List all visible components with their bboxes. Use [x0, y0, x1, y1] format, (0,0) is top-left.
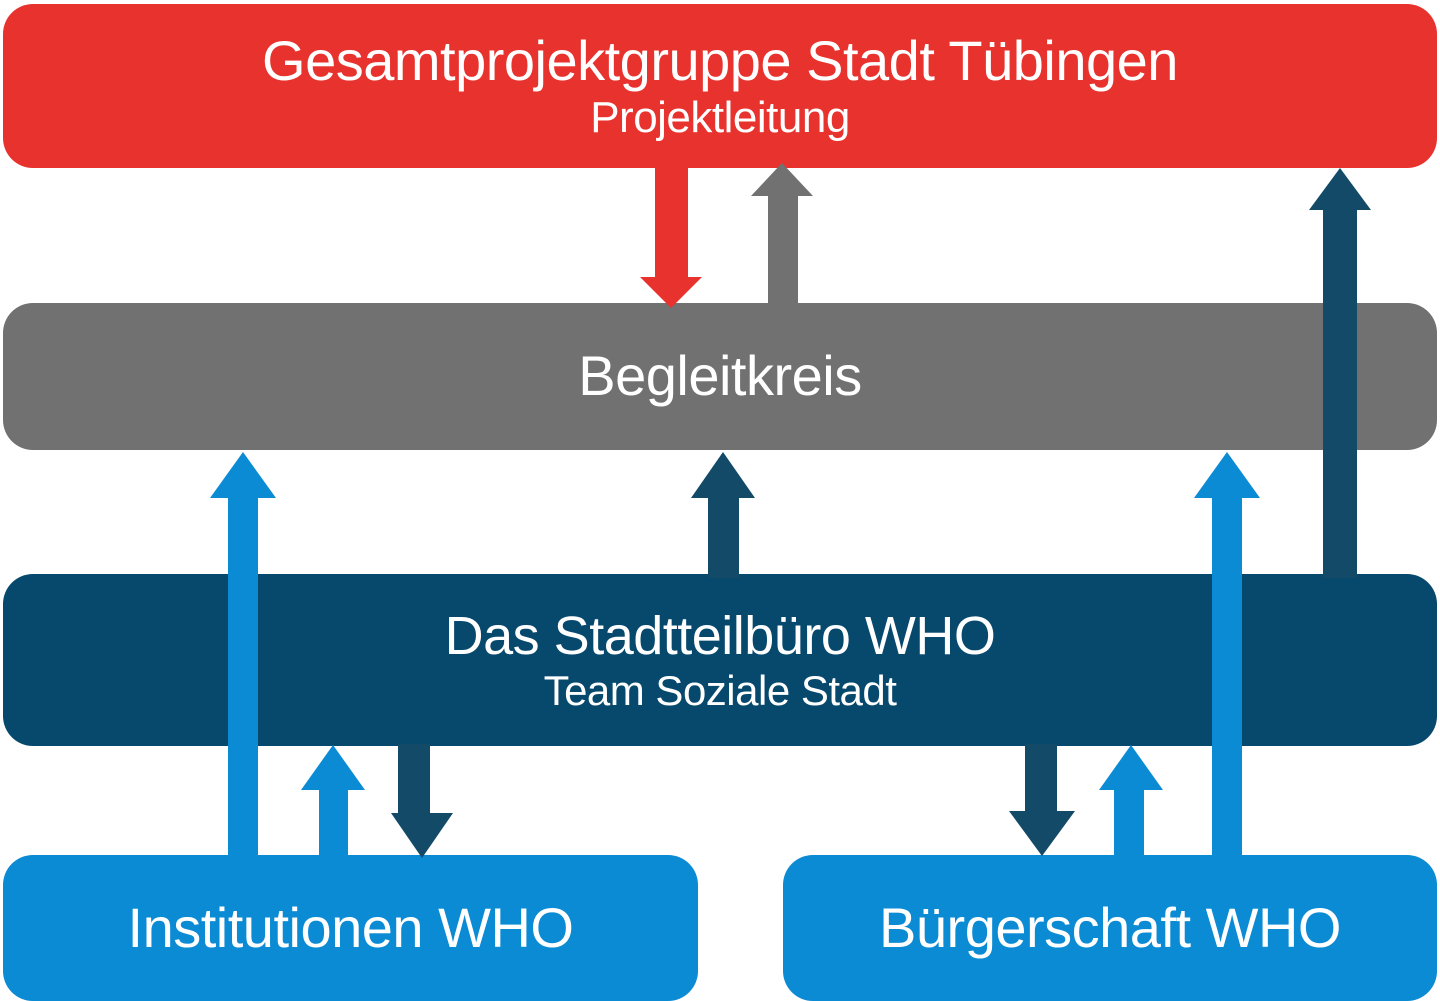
box-gesamtprojektgruppe: Gesamtprojektgruppe Stadt Tübingen Proje…: [3, 4, 1437, 168]
box-institutionen: Institutionen WHO: [3, 855, 698, 1001]
arrow-gray-up-head: [751, 163, 813, 196]
box-stadtteilbuero-subtitle: Team Soziale Stadt: [543, 666, 897, 714]
box-buergerschaft: Bürgerschaft WHO: [783, 855, 1437, 1001]
box-gesamtprojektgruppe-subtitle: Projektleitung: [590, 92, 850, 142]
arrow-lightblue-left-tall-up-shaft: [228, 496, 258, 858]
arrow-navy-left-down-head: [391, 813, 453, 858]
arrow-lightblue-right-short-up-head: [1099, 745, 1163, 790]
arrow-red-down-head: [640, 277, 702, 308]
arrow-red-down-shaft: [655, 165, 688, 277]
arrow-navy-right-down-shaft: [1025, 744, 1057, 812]
arrow-lightblue-left-short-up-shaft: [319, 788, 348, 858]
arrow-navy-center-up-head: [691, 452, 755, 498]
arrow-navy-right-tall-up-head: [1309, 168, 1371, 210]
box-buergerschaft-title: Bürgerschaft WHO: [879, 895, 1341, 959]
arrow-lightblue-right-tall-up-shaft: [1212, 496, 1242, 858]
arrow-lightblue-left-short-up-head: [301, 745, 365, 790]
box-begleitkreis: Begleitkreis: [3, 303, 1437, 450]
arrow-lightblue-right-short-up-shaft: [1114, 788, 1144, 858]
arrow-gray-up-shaft: [768, 194, 798, 306]
box-gesamtprojektgruppe-title: Gesamtprojektgruppe Stadt Tübingen: [262, 28, 1178, 92]
arrow-navy-right-tall-up-shaft: [1323, 208, 1357, 578]
arrow-lightblue-right-tall-up-head: [1194, 452, 1260, 498]
box-stadtteilbuero-title: Das Stadtteilbüro WHO: [444, 605, 996, 666]
arrow-navy-center-up-shaft: [708, 496, 739, 578]
arrow-lightblue-left-tall-up-head: [210, 452, 276, 498]
arrow-navy-left-down-shaft: [398, 744, 430, 814]
box-begleitkreis-title: Begleitkreis: [578, 344, 862, 408]
arrow-navy-right-down-head: [1009, 811, 1075, 856]
box-institutionen-title: Institutionen WHO: [127, 895, 574, 959]
